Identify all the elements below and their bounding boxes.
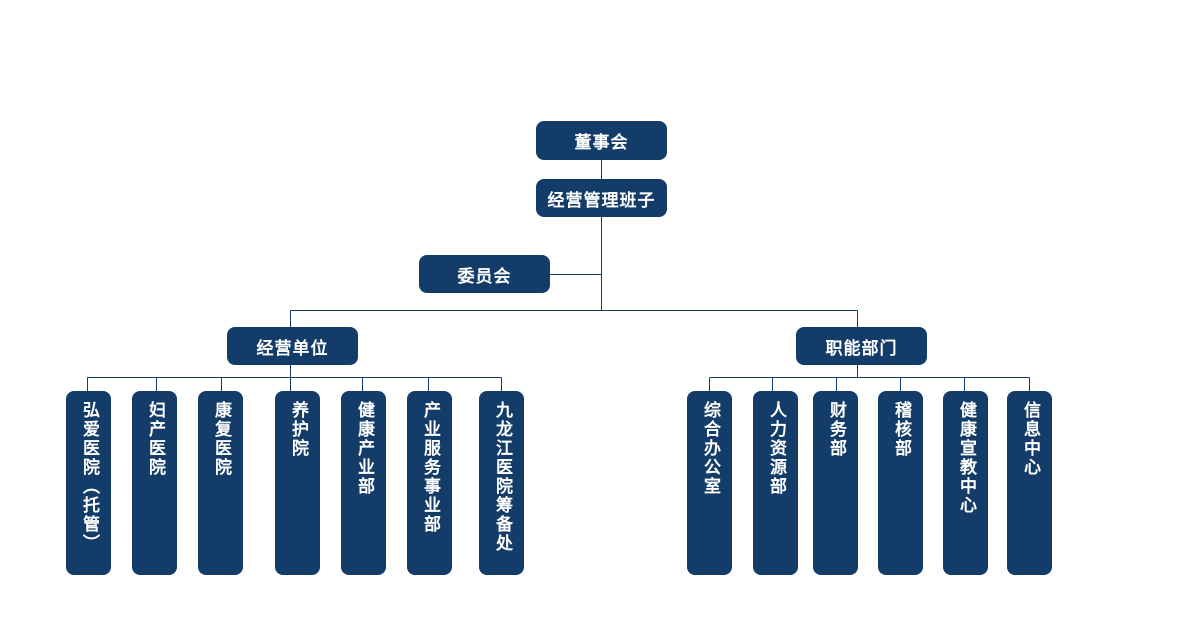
unit-rehabilitation-hospital: 康复医院 (198, 391, 243, 575)
dept-information-center: 信息中心 (1007, 391, 1052, 575)
committee-node: 委员会 (419, 255, 550, 293)
business-units-label: 经营单位 (256, 338, 329, 359)
management-team-node: 经营管理班子 (536, 179, 667, 217)
dept-label: 综合办公室 (700, 401, 720, 496)
unit-label: 弘爱医院（托管） (79, 401, 99, 553)
functional-depts-node: 职能部门 (796, 327, 927, 365)
dept-finance: 财务部 (813, 391, 858, 575)
dept-label: 信息中心 (1020, 401, 1040, 477)
unit-health-industry-dept: 健康产业部 (341, 391, 386, 575)
dept-audit: 稽核部 (878, 391, 923, 575)
business-units-node: 经营单位 (227, 327, 358, 365)
board-node: 董事会 (536, 121, 667, 160)
unit-label: 产业服务事业部 (420, 401, 440, 534)
dept-health-education-center: 健康宣教中心 (943, 391, 988, 575)
dept-human-resources: 人力资源部 (753, 391, 798, 575)
dept-label: 健康宣教中心 (956, 401, 976, 515)
unit-jiulongjiang-hospital-prep-office: 九龙江医院筹备处 (479, 391, 524, 575)
unit-industry-services-division: 产业服务事业部 (407, 391, 452, 575)
unit-label: 九龙江医院筹备处 (492, 401, 512, 553)
unit-nursing-home: 养护院 (275, 391, 320, 575)
unit-label: 健康产业部 (354, 401, 374, 496)
management-team-label: 经营管理班子 (547, 190, 656, 211)
dept-label: 财务部 (826, 401, 846, 458)
dept-label: 人力资源部 (766, 401, 786, 496)
functional-depts-label: 职能部门 (825, 338, 898, 359)
unit-label: 康复医院 (211, 401, 231, 477)
unit-label: 养护院 (288, 401, 308, 458)
unit-hongai-hospital: 弘爱医院（托管） (66, 391, 111, 575)
dept-label: 稽核部 (891, 401, 911, 458)
dept-general-office: 综合办公室 (687, 391, 732, 575)
unit-maternity-hospital: 妇产医院 (132, 391, 177, 575)
unit-label: 妇产医院 (145, 401, 165, 477)
board-label: 董事会 (574, 133, 629, 153)
committee-label: 委员会 (457, 266, 512, 287)
